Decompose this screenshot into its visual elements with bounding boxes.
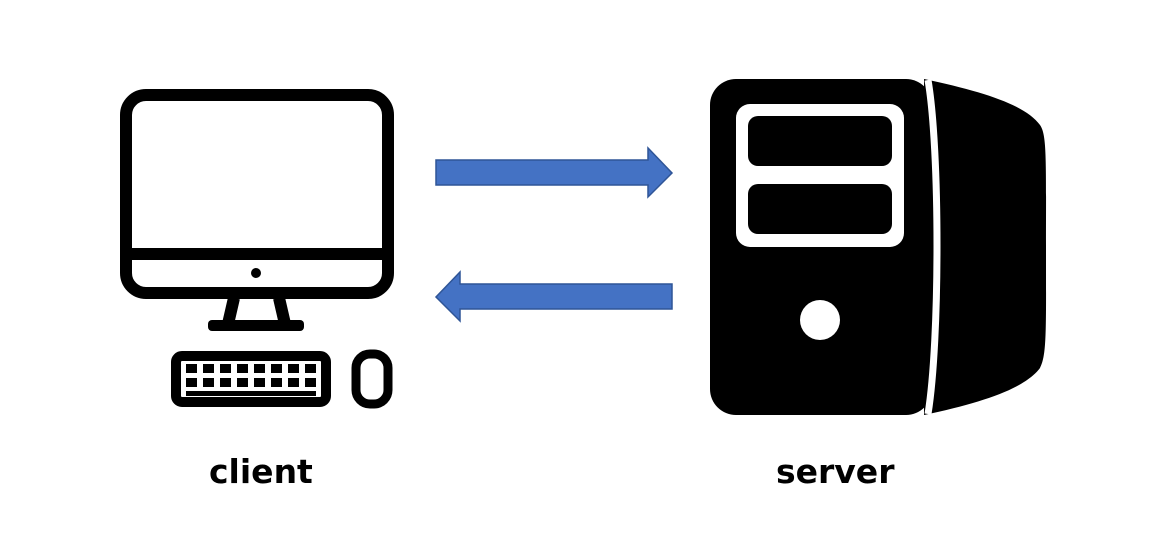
server-label: server [776, 452, 895, 491]
keyboard-icon [171, 351, 331, 407]
arrow-client-to-server [435, 146, 674, 199]
desktop-computer-icon [120, 89, 394, 409]
mouse-icon [351, 349, 393, 409]
client-label: client [209, 452, 313, 491]
server-tower-icon [710, 79, 1047, 415]
arrow-server-to-client [434, 270, 673, 323]
